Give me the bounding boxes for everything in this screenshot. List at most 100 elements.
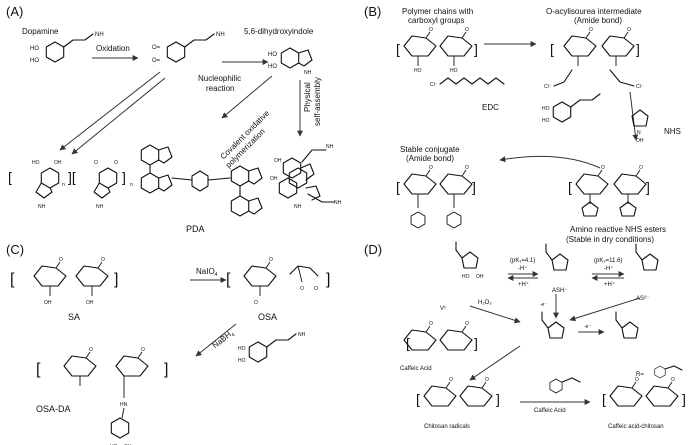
svg-text:]: ] xyxy=(474,335,478,351)
dopamine-label: Dopamine xyxy=(22,27,59,36)
svg-text:OH: OH xyxy=(270,176,278,182)
svg-text:HO: HO xyxy=(414,68,422,74)
svg-text:NH: NH xyxy=(298,332,306,338)
stable-conjugate-structure: [ ] xyxy=(396,164,476,229)
chitosan-radical-structure: [ ] xyxy=(416,376,500,407)
svg-text:HO: HO xyxy=(238,346,246,352)
svg-text:HO: HO xyxy=(32,160,40,166)
svg-text:Cl⁻: Cl⁻ xyxy=(430,82,438,88)
dha-structure xyxy=(615,311,639,339)
svg-text:]: ] xyxy=(474,41,478,57)
svg-text:HO: HO xyxy=(268,52,277,58)
vc-label: Vᶜ xyxy=(440,306,446,312)
caffeic-acid-chitosan-structure: [ ] xyxy=(602,376,686,407)
r-group-structure: R= xyxy=(636,365,683,379)
svg-text:OH: OH xyxy=(54,160,62,166)
nalo4-label: NaIO4 xyxy=(196,267,218,278)
nucleophilic-label-1: Nucleophilic xyxy=(198,74,241,83)
svg-text:[: [ xyxy=(8,169,12,185)
dhi-label: 5,6-dihydroxyindole xyxy=(244,27,314,36)
svg-text:]: ] xyxy=(114,271,118,288)
stable-label-2: (Amide bond) xyxy=(406,154,454,163)
minus-h-label-2: -H⁺ xyxy=(604,265,614,272)
pk2-label: (pK₂=11.6) xyxy=(594,258,622,264)
ash-label: ASH⁻ xyxy=(552,288,568,294)
amino-label-2: (Stable in dry conditions) xyxy=(566,235,654,244)
minus-h-label-1: -H⁺ xyxy=(518,265,528,272)
svg-text:O: O xyxy=(94,160,98,166)
osa-structure: [ O O O ] xyxy=(226,256,330,306)
svg-text:Cl⁻: Cl⁻ xyxy=(544,84,552,90)
polymer-label-2: carboxyl groups xyxy=(408,16,464,25)
panel-b: (B) Polymer chains with carboxyl groups … xyxy=(364,4,681,244)
svg-text:Cl⁻: Cl⁻ xyxy=(636,84,644,90)
svg-text:HN: HN xyxy=(120,402,128,408)
svg-text:NH: NH xyxy=(304,70,312,76)
osa-da-label: OSA-DA xyxy=(36,404,71,414)
caffeic-acid-chitosan-label: Caffeic acid-chitosan xyxy=(608,424,664,430)
osa-da-structure: [ HN ] HO OH xyxy=(36,346,168,445)
svg-text:HO: HO xyxy=(30,58,39,64)
svg-text:O=: O= xyxy=(152,58,161,64)
dopamine-reagent-structure: HO HO xyxy=(542,93,601,124)
svg-text:O: O xyxy=(114,160,118,166)
svg-text:[: [ xyxy=(10,271,15,288)
oacyl-label-1: O-acylisourea intermediate xyxy=(546,7,642,16)
svg-text:[: [ xyxy=(602,391,606,407)
plus-h-label-2: +H⁺ xyxy=(604,281,615,288)
as2-label: AS²⁻ xyxy=(636,296,649,302)
svg-text:[: [ xyxy=(226,271,231,288)
edc-label: EDC xyxy=(482,103,499,112)
e-label-1: -e⁻ xyxy=(540,302,547,308)
dopamine-structure: NH HO HO xyxy=(30,32,104,64)
panel-d-label: (D) xyxy=(364,242,382,257)
svg-text:OH: OH xyxy=(44,300,52,306)
svg-text:OH: OH xyxy=(274,158,282,164)
svg-text:[: [ xyxy=(406,335,410,351)
svg-text:OH: OH xyxy=(636,138,644,144)
caffeic-acid-arrow-label: Caffeic Acid xyxy=(534,408,566,414)
svg-text:HO: HO xyxy=(462,274,470,280)
svg-text:NH: NH xyxy=(96,204,104,210)
svg-text:[: [ xyxy=(36,361,41,378)
svg-text:NH: NH xyxy=(95,32,104,38)
svg-text:]: ] xyxy=(164,361,168,378)
nhs-structure: N OH xyxy=(631,109,649,144)
dopamine-reagent-c-structure: NH HO HO xyxy=(238,332,306,364)
chitosan-radicals-label: Chitosan radicals xyxy=(424,424,470,430)
oxidation-label: Oxidation xyxy=(96,44,130,53)
svg-text:[: [ xyxy=(396,179,400,195)
svg-text:HO: HO xyxy=(238,358,246,364)
panel-d: (D) HO OH Vᶜ (pK₁=4.1) -H⁺ +H⁺ ASH⁻ (pK₂… xyxy=(364,241,686,430)
svg-text:]: ] xyxy=(682,391,686,407)
svg-text:HO: HO xyxy=(542,118,550,124)
vc-structure: HO OH xyxy=(455,241,484,280)
nhs-label: NHS xyxy=(664,127,681,136)
svg-text:]: ] xyxy=(122,169,126,185)
edc-structure: Cl⁻ xyxy=(430,77,505,88)
svg-text:[: [ xyxy=(568,179,572,195)
svg-text:NH: NH xyxy=(216,32,225,38)
svg-text:O: O xyxy=(300,286,304,292)
svg-text:[: [ xyxy=(396,41,400,57)
panel-a: (A) NH HO HO Dopamine Oxidation NH O= O=… xyxy=(6,4,342,234)
caffeic-acid-label: Caffeic Acid xyxy=(400,366,432,372)
svg-text:HO: HO xyxy=(30,46,39,52)
svg-text:[: [ xyxy=(550,41,554,57)
svg-text:]: ] xyxy=(496,391,500,407)
polymer-chain-structure: [ HO HO ] xyxy=(396,26,478,74)
self-assembly-structure: NH NH OH OH NH xyxy=(270,144,342,210)
svg-text:][: ][ xyxy=(68,169,76,185)
svg-text:HO: HO xyxy=(268,64,277,70)
svg-text:N: N xyxy=(637,130,641,136)
stable-label-1: Stable conjugate xyxy=(400,145,460,154)
svg-text:O=: O= xyxy=(152,45,161,51)
svg-text:NH: NH xyxy=(38,204,46,210)
dha-radical-structure xyxy=(541,311,565,339)
dopaminequinone-structure: NH O= O= xyxy=(152,32,225,64)
svg-text:R=: R= xyxy=(636,372,644,378)
nabh4-label: NaBH4 xyxy=(211,328,237,352)
dhi-structure: HO HO NH xyxy=(268,47,313,76)
svg-text:]: ] xyxy=(472,179,476,195)
